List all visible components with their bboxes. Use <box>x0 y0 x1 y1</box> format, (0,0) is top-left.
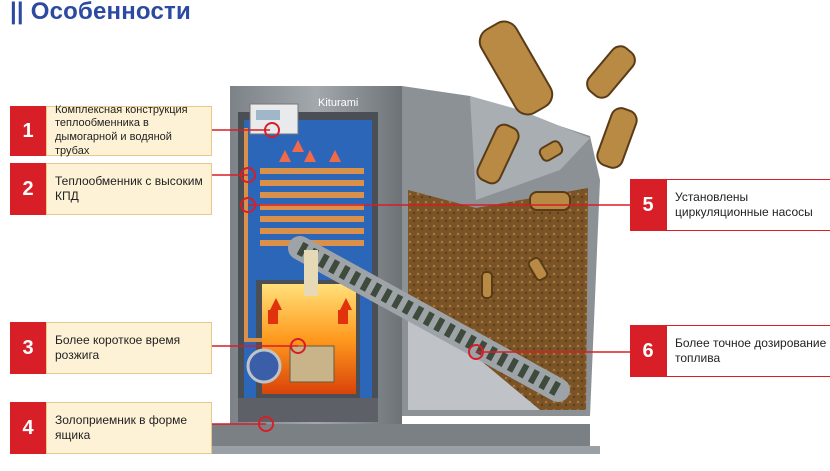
callout-number: 1 <box>10 106 46 156</box>
callout-label: Золоприемник в форме ящика <box>46 402 212 454</box>
pellet-hopper-fill <box>408 188 588 410</box>
callout-6: 6 Более точное дозирование топлива <box>630 325 830 377</box>
callout-number: 5 <box>630 179 666 231</box>
callout-label: Теплообменник с высоким КПД <box>46 163 212 215</box>
callout-label: Комплексная конструкция теплообменника в… <box>46 104 212 157</box>
auger-screw <box>288 236 570 402</box>
callout-label: Более точное дозирование топлива <box>666 325 830 377</box>
brand-logo: Kiturami <box>318 97 358 109</box>
callout-4: 4 Золоприемник в форме ящика <box>10 402 212 454</box>
boiler-base <box>210 424 590 448</box>
page-title: || Особенности <box>10 0 191 25</box>
callout-2: 2 Теплообменник с высоким КПД <box>10 163 212 215</box>
callout-number: 4 <box>10 402 46 454</box>
callout-5: 5 Установлены циркуляционные насосы <box>630 179 830 231</box>
callout-number: 6 <box>630 325 666 377</box>
callout-label: Установлены циркуляционные насосы <box>666 179 830 231</box>
callout-markers <box>240 122 484 432</box>
callout-number: 3 <box>10 322 46 374</box>
callout-3: 3 Более короткое время розжига <box>10 322 212 374</box>
ash-box <box>238 398 378 422</box>
falling-pellets <box>476 20 638 299</box>
callout-1: 1 Комплексная конструкция теплообменника… <box>10 104 212 157</box>
callout-number: 2 <box>10 163 46 215</box>
fan-icon <box>246 348 282 384</box>
callout-label: Более короткое время розжига <box>46 322 212 374</box>
